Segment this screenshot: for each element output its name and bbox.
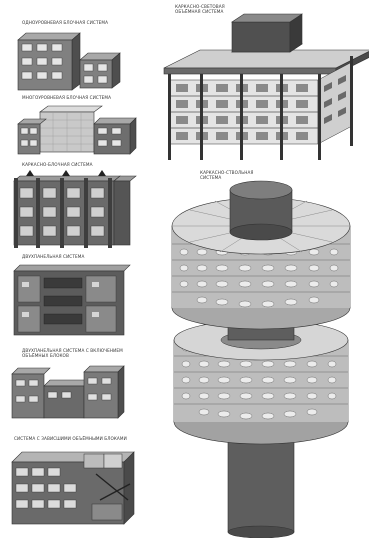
caption-frame-block-system: КАРКАСНО-БЛОЧНАЯ СИСТЕМА	[22, 162, 132, 167]
caption-single-level-block-system: ОДНОУРОВНЕВАЯ БЛОЧНАЯ СИСТЕМА	[22, 20, 132, 25]
caption-core-tower-system: КАРКАСНО-СТВОЛЬНАЯ СИСТЕМА	[200, 170, 270, 180]
caption-two-panel-system: ДВУХПАНЕЛЬНАЯ СИСТЕМА	[22, 254, 132, 259]
panel-two-panel-system	[14, 265, 130, 335]
caption-suspended-blocks-system: СИСТЕМА С ЗАВИСШИМИ ОБЪЁМНЫМИ БЛОКАМИ	[14, 436, 154, 441]
panel-frame-blocks	[14, 170, 136, 248]
caption-frame-light-system: КАРКАСНО-СВЕТОВАЯ ОБЪЁМНАЯ СИСТЕМА	[175, 4, 249, 14]
panel-suspended-blocks	[12, 452, 134, 524]
caption-two-panel-with-blocks: ДВУХПАНЕЛЬНАЯ СИСТЕМА С ВКЛЮЧЕНИЕМ ОБЪЁМ…	[22, 348, 150, 358]
caption-multi-level-block-system: МНОГОУРОВНЕВАЯ БЛОЧНАЯ СИСТЕМА	[22, 95, 132, 100]
